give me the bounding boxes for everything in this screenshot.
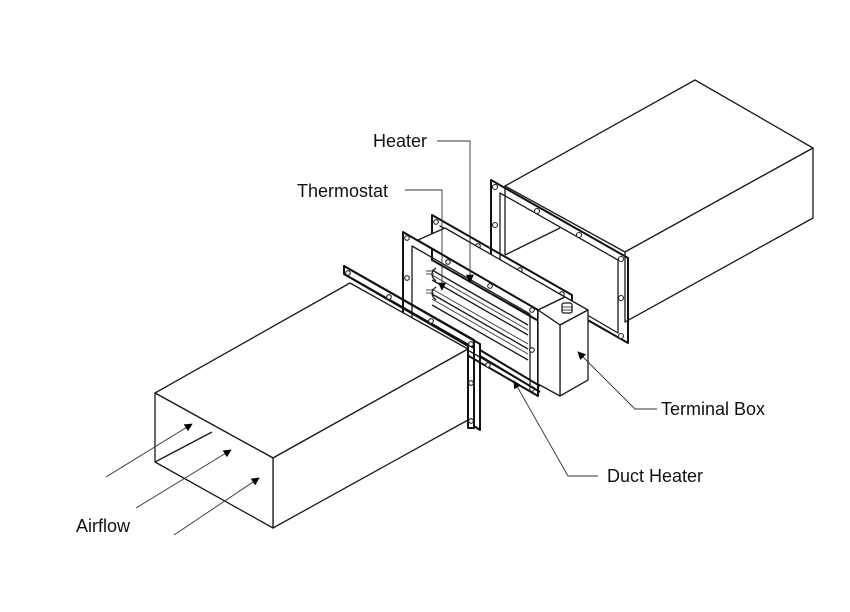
terminal-box-leader — [577, 351, 657, 410]
airflow-arrow-2 — [135, 449, 232, 509]
outlet-flange-bolts — [491, 183, 625, 340]
airflow-arrow-1 — [105, 423, 193, 478]
airflow-arrows — [105, 423, 260, 536]
label-thermostat: Thermostat — [297, 181, 388, 201]
inlet-duct — [154, 265, 491, 529]
airflow-arrow-3 — [173, 477, 260, 536]
duct-heater — [402, 227, 566, 397]
thermostat-leader — [405, 189, 447, 291]
label-terminal-box: Terminal Box — [661, 399, 765, 419]
terminal-box — [537, 296, 589, 397]
leader-lines — [405, 140, 657, 477]
heater-leader — [437, 140, 475, 283]
cable-gland-icon — [561, 302, 573, 314]
heating-elements — [426, 267, 529, 361]
duct-heater-leader — [513, 380, 598, 477]
label-heater: Heater — [373, 131, 427, 151]
label-duct-heater: Duct Heater — [607, 466, 703, 486]
inlet-flange-bolts — [345, 270, 474, 424]
heater-flange-bolts — [404, 235, 535, 392]
outlet-duct — [490, 79, 814, 344]
label-airflow: Airflow — [76, 516, 131, 536]
